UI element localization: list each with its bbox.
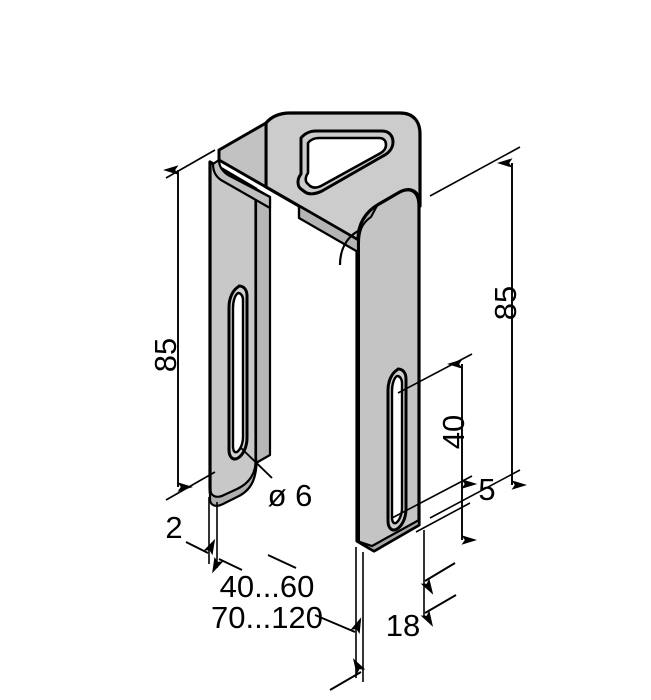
leader-18-bottom <box>329 658 366 691</box>
top-plate-slot-inner <box>304 136 388 189</box>
dimension-slot-edge-distance: 5 <box>415 472 496 545</box>
callout-hole-diameter: ø 6 <box>239 446 313 513</box>
top-plate-front-edge <box>217 121 268 189</box>
left-leg-inner-thickness <box>254 187 272 465</box>
leader-18-right-upper <box>420 562 456 595</box>
dimension-label-40: 40 <box>436 415 471 449</box>
dimension-slot-length: 40 <box>391 353 477 519</box>
leader-2-left <box>185 538 216 556</box>
leader-hole-diameter <box>239 446 273 479</box>
leader-18-right-top <box>420 594 457 627</box>
left-leg-bottom-face <box>208 456 258 507</box>
extension-line-5-bottom <box>415 502 471 533</box>
extension-line-top-right <box>429 146 521 197</box>
dimension-label-width-range-1: 40...60 <box>220 569 315 604</box>
dimension-height-left: 85 <box>148 149 216 501</box>
dimension-label-2: 2 <box>165 510 182 545</box>
leader-width-range <box>267 554 297 569</box>
leader-2-right <box>212 556 243 574</box>
right-leg-bottom-face <box>356 518 421 553</box>
dimension-label-5: 5 <box>478 472 495 507</box>
dimension-label-85-right: 85 <box>488 286 523 320</box>
dimension-label-85-left: 85 <box>148 338 183 372</box>
dimension-label-width-range-2: 70...120 <box>211 600 323 635</box>
right-inner-vertical-edge <box>338 230 359 266</box>
dimension-label-hole-diameter: ø 6 <box>268 478 313 513</box>
left-leg-slot-inner <box>231 291 245 454</box>
leader-18-left <box>314 614 362 634</box>
dimension-label-18: 18 <box>386 608 420 643</box>
left-leg-top-fillet <box>211 158 272 210</box>
right-leg-slot-inner <box>390 374 404 525</box>
bracket-body <box>208 111 422 553</box>
dimension-depth: 18 <box>314 530 457 691</box>
dimension-thickness: 2 <box>165 497 243 574</box>
dimension-width-range: 40...60 70...120 <box>211 554 323 635</box>
